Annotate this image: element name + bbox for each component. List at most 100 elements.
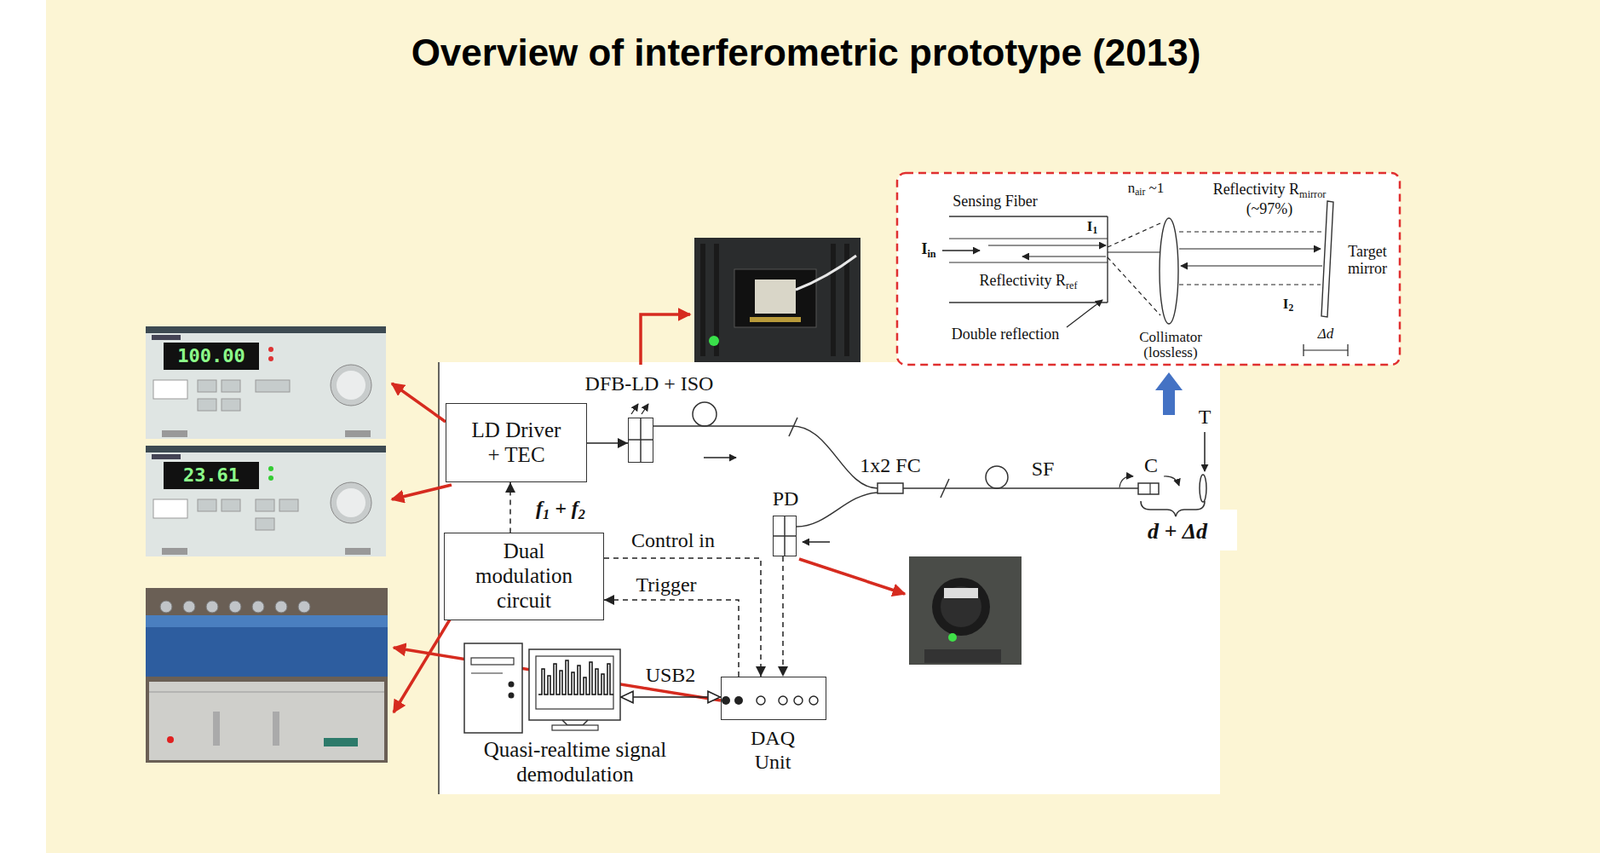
node-label: Quasi-realtime signal demodulation [460,737,691,788]
ray [1179,283,1321,285]
slide-background [46,0,1600,853]
led [948,633,957,642]
led [268,466,274,472]
signal-name: Iin [920,240,936,260]
ray [1179,247,1321,249]
text-run: 2 [578,506,586,523]
pd-photo [943,587,979,599]
instrument-knob [330,364,372,406]
diagram-panel [1141,509,1238,551]
lcd-display [163,342,259,370]
ray [1107,251,1161,253]
emission-arrow [641,403,649,415]
parameter-label: nair ~1 [1128,179,1165,199]
photo-leader [799,558,905,594]
screen-waveform [538,660,614,695]
instrument-photo [161,547,188,555]
fiber-core [949,237,1108,239]
panel-edge [437,362,440,795]
ray [1022,255,1106,257]
fiber [903,487,1139,490]
text-run: I [920,240,927,258]
photodetector-symbol: PD [772,515,797,557]
laser-module [754,279,796,314]
pd-photo [940,586,982,628]
distance-brace [1140,500,1205,517]
ray [1180,264,1323,266]
text-run: ref [1065,279,1078,292]
text-run: I [1283,295,1290,312]
node-label: DAQ Unit [738,726,807,774]
fiber-cable [795,255,857,290]
instrument-photo [153,379,188,399]
text-run: mirror [1299,188,1326,201]
diagram-panel [438,362,1221,795]
connector [604,558,761,677]
ray [1107,223,1161,248]
process-box: LD Driver + TEC [445,402,588,483]
process-box: Dual modulation circuit [443,532,605,620]
target-mirror [1199,474,1207,502]
fiber-outline [949,215,1108,217]
bnc-connector [183,600,196,613]
instrument-button [197,398,217,411]
daq-port [721,696,731,705]
connector [509,482,512,533]
instrument-button [221,379,241,392]
laser-symbol [627,438,654,441]
instrument-photo [345,547,371,555]
node-label: DFB-LD + ISO [585,372,714,397]
instrument-button [255,379,290,392]
instrument-photo [145,445,386,557]
daq-port [809,696,818,705]
part-name: C [1144,454,1158,478]
text-run: in [926,247,936,260]
instrument-button [279,499,299,512]
dimension-line [1346,344,1348,357]
instrument-photo [145,445,386,453]
alignment-arrow [1119,476,1134,488]
photo-leader [393,619,450,713]
text-run: Reflectivity R [1213,180,1300,198]
daq-photo [145,587,388,763]
daq-port [778,696,788,705]
leader-line [1066,299,1103,328]
display-reading: 23.61 [183,465,240,487]
slide-title: Overview of interferometric prototype (2… [411,31,1202,75]
dimension-line [1302,344,1304,357]
pd-photo [909,556,1022,665]
collimator-lens [1159,218,1179,324]
box-label: LD Driver + TEC [466,418,567,468]
instrument-photo [151,454,181,460]
led [708,335,720,346]
part-name: Collimator (lossless) [1128,329,1214,362]
pd-photo [932,577,990,636]
photo-leader [391,383,446,422]
instrument-knob [330,482,372,524]
fiber-core [949,261,1108,263]
fiber-coupler [877,483,904,494]
signal-name: I1 [1087,218,1098,237]
instrument-knob [336,370,366,400]
bnc-connector [206,600,219,613]
instrument-button [255,517,275,530]
daq-port [794,696,803,705]
connector [587,442,628,444]
parameter-label: Reflectivity Rmirror (~97%) [1205,180,1334,218]
daq-photo [323,737,358,747]
zoom-arrow [1155,372,1183,415]
laser-mount-photo [694,237,861,363]
instrument-button [221,398,241,411]
inset-frame [897,172,1400,365]
instrument-photo [145,326,386,334]
led [268,475,274,481]
text-run: ~1 [1145,179,1164,196]
note: Double reflection [951,325,1059,343]
dimension-line [1303,349,1348,351]
bnc-connector [160,600,173,613]
heatsink-fin [830,243,836,357]
ray [1179,230,1322,232]
collimator-symbol [1138,483,1159,495]
